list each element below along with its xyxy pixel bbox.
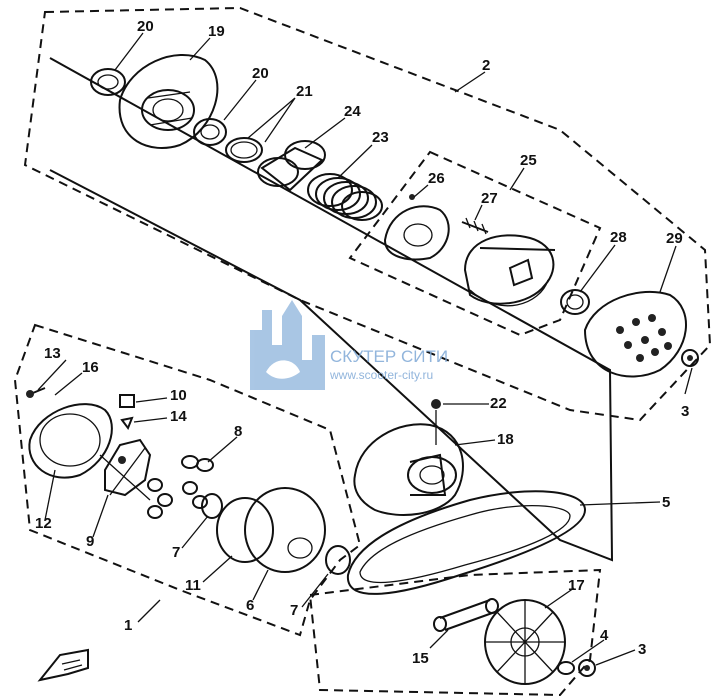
label-3-top: 3 xyxy=(681,403,689,420)
part-14-clip xyxy=(120,416,134,431)
part-20-seal-left xyxy=(90,68,126,96)
watermark: СКУТЕР СИТИ www.scooter-city.ru xyxy=(250,300,448,390)
watermark-url: www.scooter-city.ru xyxy=(329,368,433,382)
part-28-seal xyxy=(560,289,590,315)
part-7-collar-right xyxy=(325,545,351,575)
part-20-seal-right xyxy=(193,118,227,146)
label-19: 19 xyxy=(208,23,225,40)
part-3-nut-bottom xyxy=(578,659,596,677)
front-direction-marker-icon xyxy=(37,648,89,682)
part-12-cover xyxy=(28,403,113,479)
part-15-spacer xyxy=(433,598,499,632)
label-23: 23 xyxy=(372,129,389,146)
part-23-spring xyxy=(307,173,383,221)
crankcase-plane xyxy=(49,57,614,562)
part-26-plate xyxy=(383,194,450,261)
part-4-washer xyxy=(557,661,575,675)
label-16: 16 xyxy=(82,359,99,376)
group-25-outline xyxy=(348,150,602,337)
label-14: 14 xyxy=(170,408,187,425)
part-24-collar xyxy=(257,140,326,192)
label-20a: 20 xyxy=(137,18,154,35)
part-3-nut-top xyxy=(681,349,699,367)
group-2-outline xyxy=(23,6,712,422)
label-13: 13 xyxy=(44,345,61,362)
label-7-right: 7 xyxy=(290,602,298,619)
label-7-left: 7 xyxy=(172,544,180,561)
label-17: 17 xyxy=(568,577,585,594)
label-26: 26 xyxy=(428,170,445,187)
label-9: 9 xyxy=(86,533,94,550)
part-7-collar-left xyxy=(201,493,223,519)
label-1: 1 xyxy=(124,617,132,634)
label-20b: 20 xyxy=(252,65,269,82)
part-10-slider xyxy=(119,394,135,408)
part-13-screw xyxy=(26,387,46,398)
label-10: 10 xyxy=(170,387,187,404)
label-18: 18 xyxy=(497,431,514,448)
city-skyline-icon xyxy=(250,300,325,390)
part-8-rollers xyxy=(147,455,214,519)
part-19-sliding-sheave xyxy=(118,54,219,149)
callout-labels: 20 19 20 2 21 24 23 25 26 27 28 29 13 16… xyxy=(35,18,689,667)
part-25-clutch-carrier xyxy=(463,234,556,307)
label-15: 15 xyxy=(412,650,429,667)
part-27-pin xyxy=(461,217,489,235)
watermark-title: СКУТЕР СИТИ xyxy=(330,347,448,366)
label-11: 11 xyxy=(185,577,201,594)
label-28: 28 xyxy=(610,229,627,246)
part-6-movable-sheave xyxy=(244,487,326,573)
label-24: 24 xyxy=(344,103,361,120)
label-29: 29 xyxy=(666,230,683,247)
part-9-cam-plate xyxy=(99,438,152,501)
label-2: 2 xyxy=(482,57,490,74)
label-6: 6 xyxy=(246,597,254,614)
part-21-o-rings xyxy=(225,137,263,163)
part-17-fan-sheave xyxy=(484,599,566,685)
label-25: 25 xyxy=(520,152,537,169)
label-4: 4 xyxy=(600,627,609,644)
label-12: 12 xyxy=(35,515,52,532)
label-22: 22 xyxy=(490,395,507,412)
label-5: 5 xyxy=(662,494,670,511)
label-27: 27 xyxy=(481,190,498,207)
part-11-weight-housing xyxy=(216,497,274,563)
part-5-v-belt xyxy=(346,490,587,595)
label-21: 21 xyxy=(296,83,313,100)
group-1-outline xyxy=(13,323,362,637)
label-8: 8 xyxy=(234,423,242,440)
part-29-clutch-housing xyxy=(583,290,687,378)
leader-lines xyxy=(37,32,693,666)
label-3-bottom: 3 xyxy=(638,641,646,658)
part-22-bolt xyxy=(431,399,441,445)
part-18-fixed-sheave xyxy=(353,423,464,516)
